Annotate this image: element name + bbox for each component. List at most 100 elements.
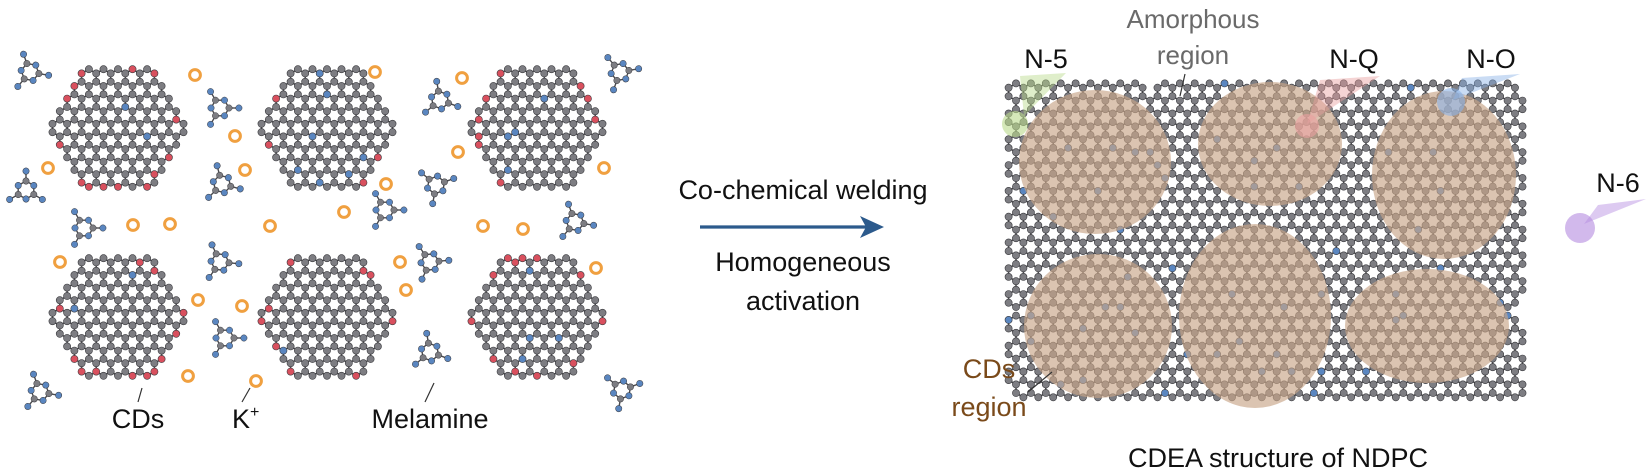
atom xyxy=(99,107,108,116)
atom xyxy=(55,304,64,313)
atom xyxy=(85,254,93,263)
melamine-molecule xyxy=(30,182,38,189)
potassium-ion xyxy=(379,177,393,191)
atom xyxy=(293,132,302,141)
atom xyxy=(257,119,266,128)
atom xyxy=(366,304,375,313)
atom xyxy=(308,157,317,166)
atom xyxy=(533,132,541,141)
atom xyxy=(352,132,360,141)
atom xyxy=(257,128,266,137)
melamine-molecule xyxy=(428,357,436,365)
atom xyxy=(359,342,368,351)
atom xyxy=(85,355,93,363)
atom xyxy=(474,107,483,116)
arrow-head-icon xyxy=(860,216,884,238)
atom xyxy=(496,103,505,111)
atom xyxy=(172,321,181,330)
atom xyxy=(70,132,79,141)
atom xyxy=(503,321,512,330)
melamine-molecule xyxy=(71,240,79,248)
atom xyxy=(164,145,173,153)
atom xyxy=(164,292,173,300)
atom xyxy=(179,128,188,137)
melamine-molecule xyxy=(386,214,393,222)
atom xyxy=(323,140,331,149)
atom xyxy=(489,82,498,90)
atom xyxy=(547,279,556,288)
atom xyxy=(308,321,317,330)
atom xyxy=(99,182,108,191)
atom xyxy=(135,103,144,111)
atom xyxy=(150,119,159,128)
atom xyxy=(121,359,130,368)
atom xyxy=(315,359,324,368)
atom xyxy=(77,153,86,162)
atom xyxy=(293,107,302,116)
atom xyxy=(540,178,549,187)
atom xyxy=(293,140,302,149)
atom xyxy=(114,132,122,141)
atom xyxy=(518,157,527,166)
melamine-molecule xyxy=(580,220,588,228)
atom xyxy=(106,266,115,275)
kplus-label: K+ xyxy=(232,404,259,434)
atom xyxy=(373,317,382,326)
atom xyxy=(114,254,122,263)
atom xyxy=(381,115,390,124)
atom xyxy=(496,145,505,153)
atom xyxy=(106,77,115,86)
atom xyxy=(569,119,578,128)
atom xyxy=(172,132,181,141)
atom xyxy=(121,103,130,111)
atom xyxy=(272,334,280,342)
melamine-molecule xyxy=(20,75,28,83)
atom xyxy=(591,107,600,116)
atom xyxy=(164,119,173,128)
atom xyxy=(467,317,476,326)
atom xyxy=(518,355,527,363)
atom xyxy=(584,94,592,103)
melamine-molecule xyxy=(207,120,215,128)
melamine-molecule xyxy=(610,389,617,397)
atom xyxy=(518,182,527,191)
kplus-label-sup: + xyxy=(250,404,259,421)
atom xyxy=(128,140,137,149)
atom xyxy=(150,145,159,153)
atom xyxy=(373,308,382,317)
atom xyxy=(352,304,360,313)
atom xyxy=(518,65,527,74)
atom xyxy=(279,107,288,116)
atom xyxy=(135,367,144,376)
atom xyxy=(157,279,166,288)
atom xyxy=(85,271,93,279)
atom xyxy=(373,334,382,342)
atom xyxy=(525,334,534,342)
atom xyxy=(352,329,360,338)
melamine-molecule xyxy=(400,206,408,214)
atom xyxy=(135,119,144,128)
atom xyxy=(286,119,295,128)
atom xyxy=(121,317,130,326)
melamine-molecule xyxy=(412,360,419,368)
atom xyxy=(128,304,137,313)
atom xyxy=(496,308,505,317)
atom xyxy=(511,128,520,137)
melamine-molecule xyxy=(217,342,224,350)
atom xyxy=(77,128,86,137)
atom xyxy=(279,321,288,330)
atom xyxy=(128,321,137,330)
atom xyxy=(70,107,79,116)
atom xyxy=(366,115,375,124)
atom xyxy=(373,342,382,351)
atom xyxy=(92,367,101,376)
atom xyxy=(301,334,310,342)
atom xyxy=(301,119,310,128)
atom xyxy=(366,279,375,288)
atom xyxy=(569,266,578,275)
atom xyxy=(99,346,108,355)
melamine-molecule xyxy=(428,93,435,101)
atom xyxy=(482,128,490,137)
melamine-molecule xyxy=(613,77,621,84)
atom xyxy=(533,321,541,330)
